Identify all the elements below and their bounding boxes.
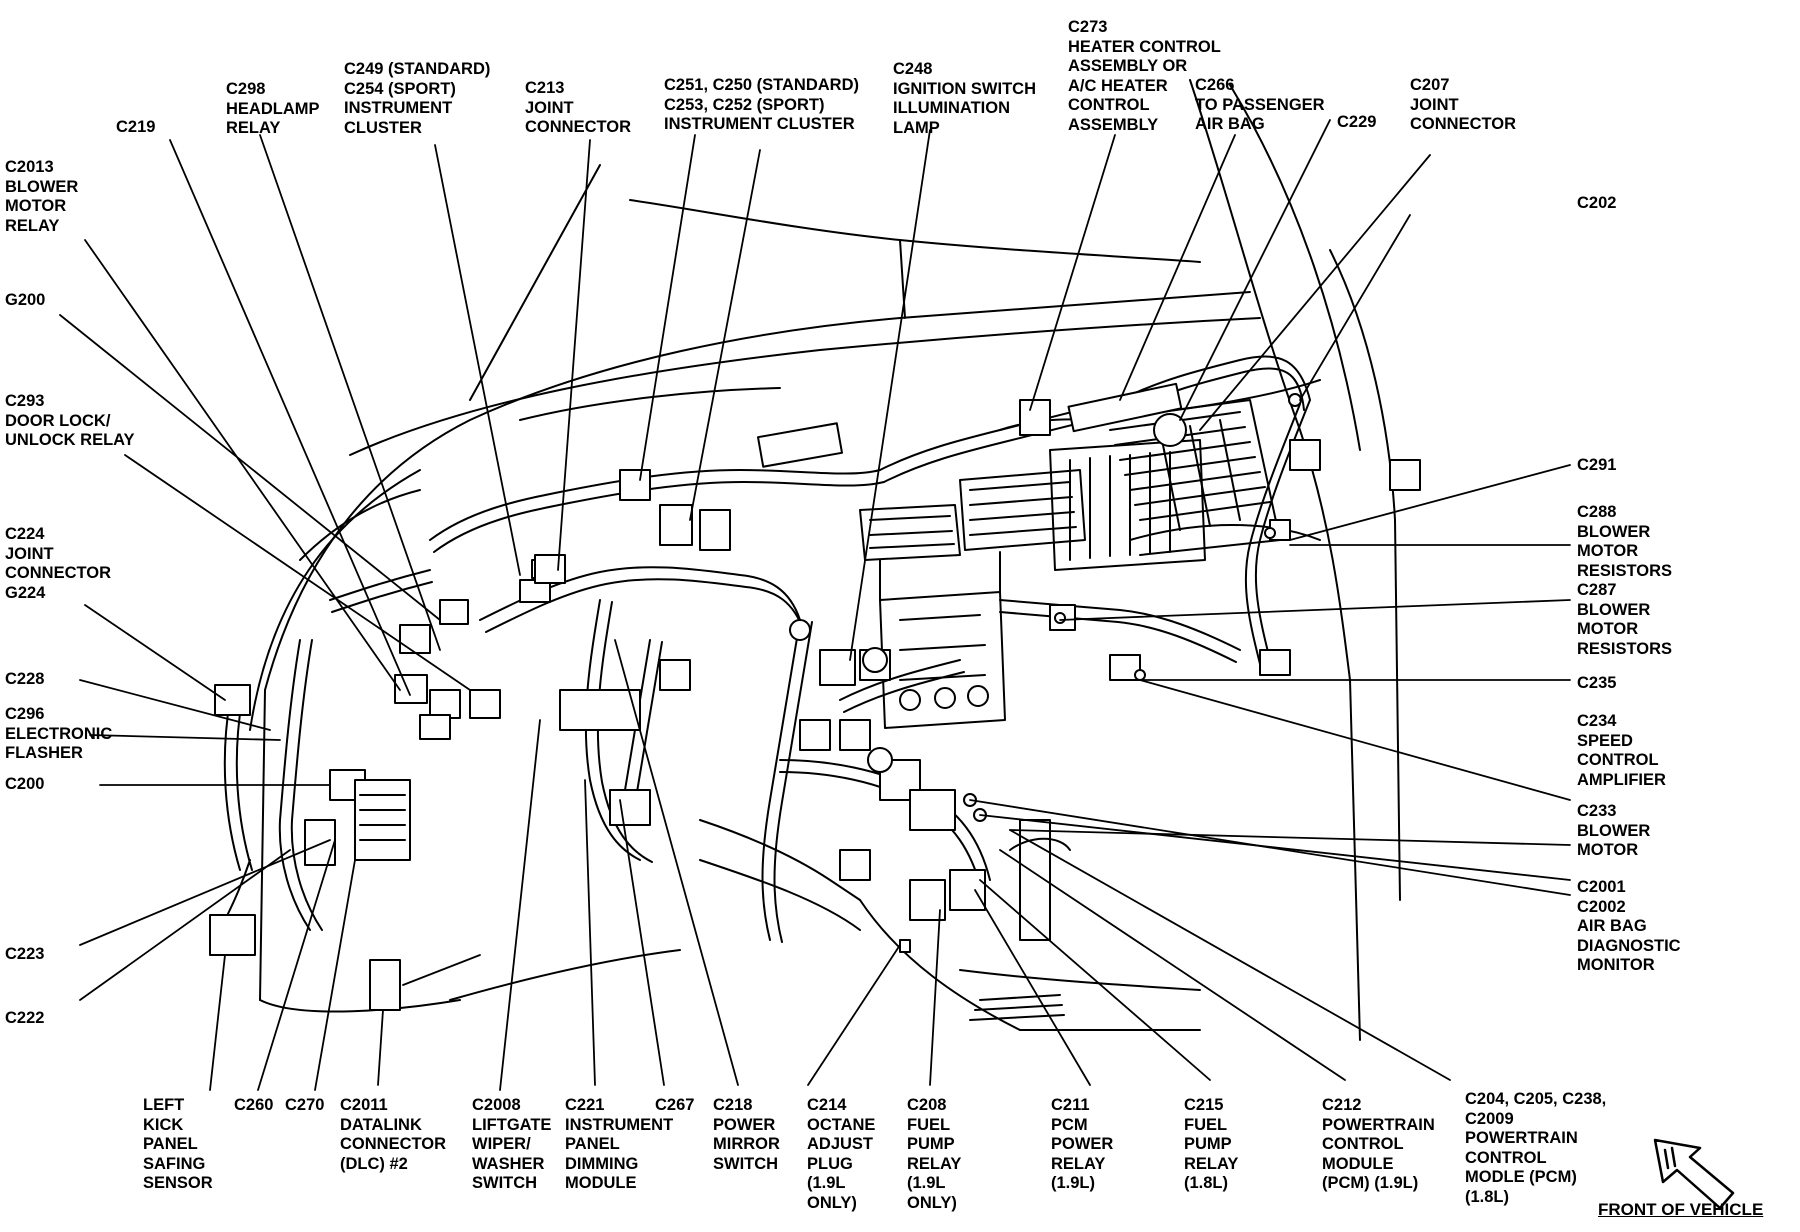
label-c213: C213 JOINT CONNECTOR bbox=[525, 79, 632, 136]
label-c260: C260 bbox=[234, 1096, 274, 1114]
label-c270: C270 bbox=[285, 1096, 325, 1114]
label-c214: C214 OCTANE ADJUST PLUG (1.9L ONLY) bbox=[807, 1096, 876, 1212]
label-c219: C219 bbox=[116, 118, 156, 136]
label-c293: C293 DOOR LOCK/ UNLOCK RELAY bbox=[5, 392, 135, 449]
label-c2013: C2013 BLOWER MOTOR RELAY bbox=[5, 158, 79, 235]
label-c218: C218 POWER MIRROR SWITCH bbox=[713, 1096, 780, 1173]
label-c267: C267 bbox=[655, 1096, 695, 1114]
label-c208: C208 FUEL PUMP RELAY (1.9L ONLY) bbox=[907, 1096, 962, 1212]
arrow-icon bbox=[1653, 1138, 1735, 1210]
leader-lines bbox=[59, 119, 1571, 1091]
label-c266: C266 TO PASSENGER AIR BAG bbox=[1195, 76, 1325, 133]
label-c207: C207 JOINT CONNECTOR bbox=[1410, 76, 1517, 133]
center-stack bbox=[859, 399, 1281, 729]
label-c222: C222 bbox=[5, 1009, 45, 1027]
components bbox=[209, 382, 1421, 1021]
label-c291: C291 bbox=[1577, 456, 1617, 474]
label-c215: C215 FUEL PUMP RELAY (1.8L) bbox=[1184, 1096, 1239, 1192]
label-c223: C223 bbox=[5, 945, 45, 963]
label-c296: C296 ELECTRONIC FLASHER bbox=[5, 705, 113, 762]
front-of-vehicle-label: FRONT OF VEHICLE bbox=[1598, 1200, 1764, 1219]
label-c298: C298 HEADLAMP RELAY bbox=[226, 80, 320, 137]
label-c251: C251, C250 (STANDARD) C253, C252 (SPORT)… bbox=[664, 76, 859, 133]
label-g200: G200 bbox=[5, 291, 46, 309]
label-c2008: C2008 LIFTGATE WIPER/ WASHER SWITCH bbox=[472, 1096, 552, 1192]
label-c2001: C2001 C2002 AIR BAG DIAGNOSTIC MONITOR bbox=[1577, 878, 1681, 974]
label-left-kick-panel-sensor: LEFT KICK PANEL SAFING SENSOR bbox=[143, 1096, 213, 1192]
label-c200: C200 bbox=[5, 775, 45, 793]
label-c287: C287 BLOWER MOTOR RESISTORS bbox=[1577, 581, 1673, 658]
dashboard-outline bbox=[249, 79, 1401, 1041]
label-c2011: C2011 DATALINK CONNECTOR (DLC) #2 bbox=[340, 1096, 447, 1173]
label-c204: C204, C205, C238, C2009 POWERTRAIN CONTR… bbox=[1465, 1090, 1607, 1206]
label-c229: C229 bbox=[1337, 113, 1377, 131]
label-c202: C202 bbox=[1577, 194, 1617, 212]
label-c224: C224 JOINT CONNECTOR G224 bbox=[5, 525, 112, 602]
label-c273: C273 HEATER CONTROL ASSEMBLY OR A/C HEAT… bbox=[1068, 18, 1221, 134]
label-c288: C288 BLOWER MOTOR RESISTORS bbox=[1577, 503, 1673, 580]
label-c234: C234 SPEED CONTROL AMPLIFIER bbox=[1577, 712, 1666, 789]
label-c212: C212 POWERTRAIN CONTROL MODULE (PCM) (1.… bbox=[1322, 1096, 1435, 1192]
label-c248: C248 IGNITION SWITCH ILLUMINATION LAMP bbox=[893, 60, 1036, 137]
label-c249: C249 (STANDARD) C254 (SPORT) INSTRUMENT … bbox=[344, 60, 491, 137]
label-c228: C228 bbox=[5, 670, 45, 688]
label-c211: C211 PCM POWER RELAY (1.9L) bbox=[1051, 1096, 1114, 1192]
label-c235: C235 bbox=[1577, 674, 1617, 692]
label-c233: C233 BLOWER MOTOR bbox=[1577, 802, 1651, 859]
label-c221: C221 INSTRUMENT PANEL DIMMING MODULE bbox=[565, 1096, 674, 1192]
